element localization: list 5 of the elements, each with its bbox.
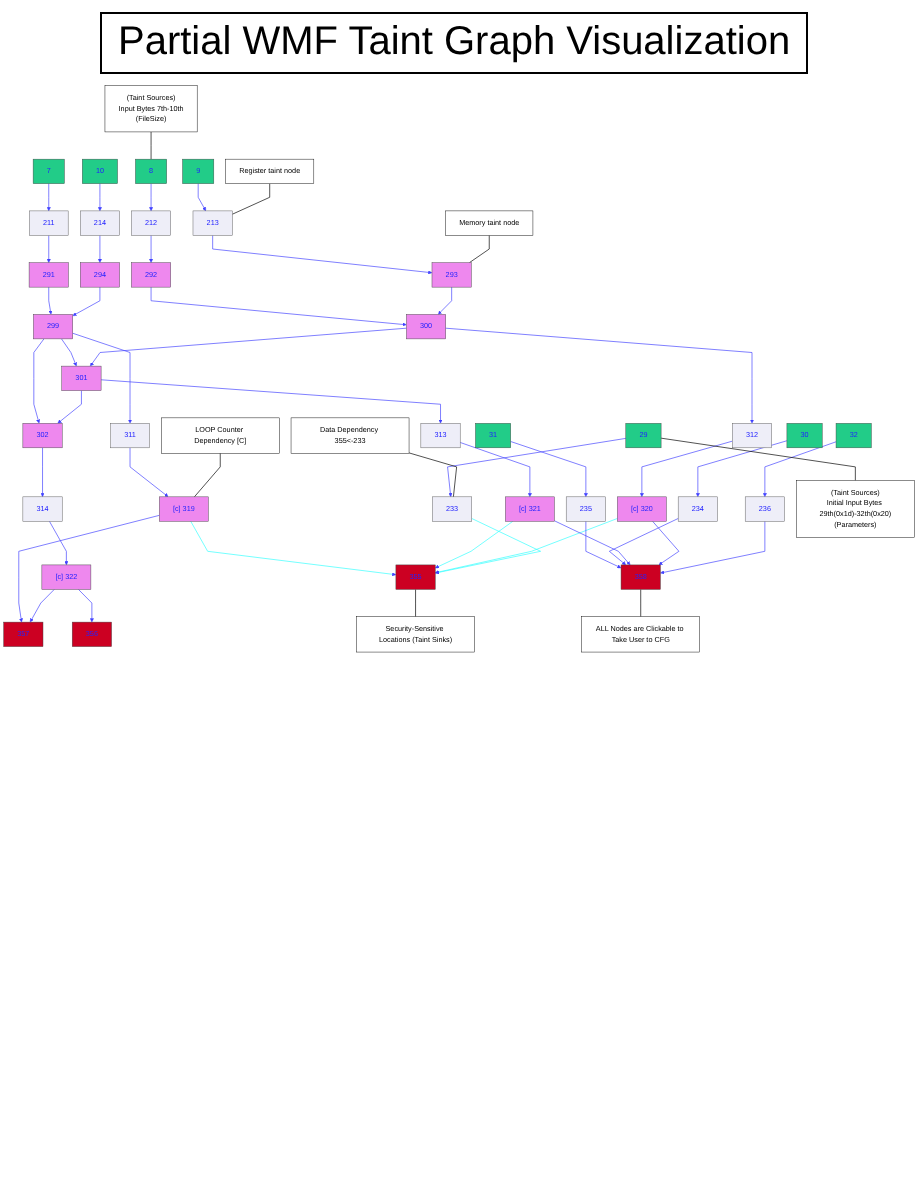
connector	[469, 235, 490, 263]
connector	[660, 437, 856, 481]
connector	[232, 183, 271, 215]
connector	[194, 452, 221, 498]
title: Partial WMF Taint Graph Visualization	[100, 12, 809, 74]
